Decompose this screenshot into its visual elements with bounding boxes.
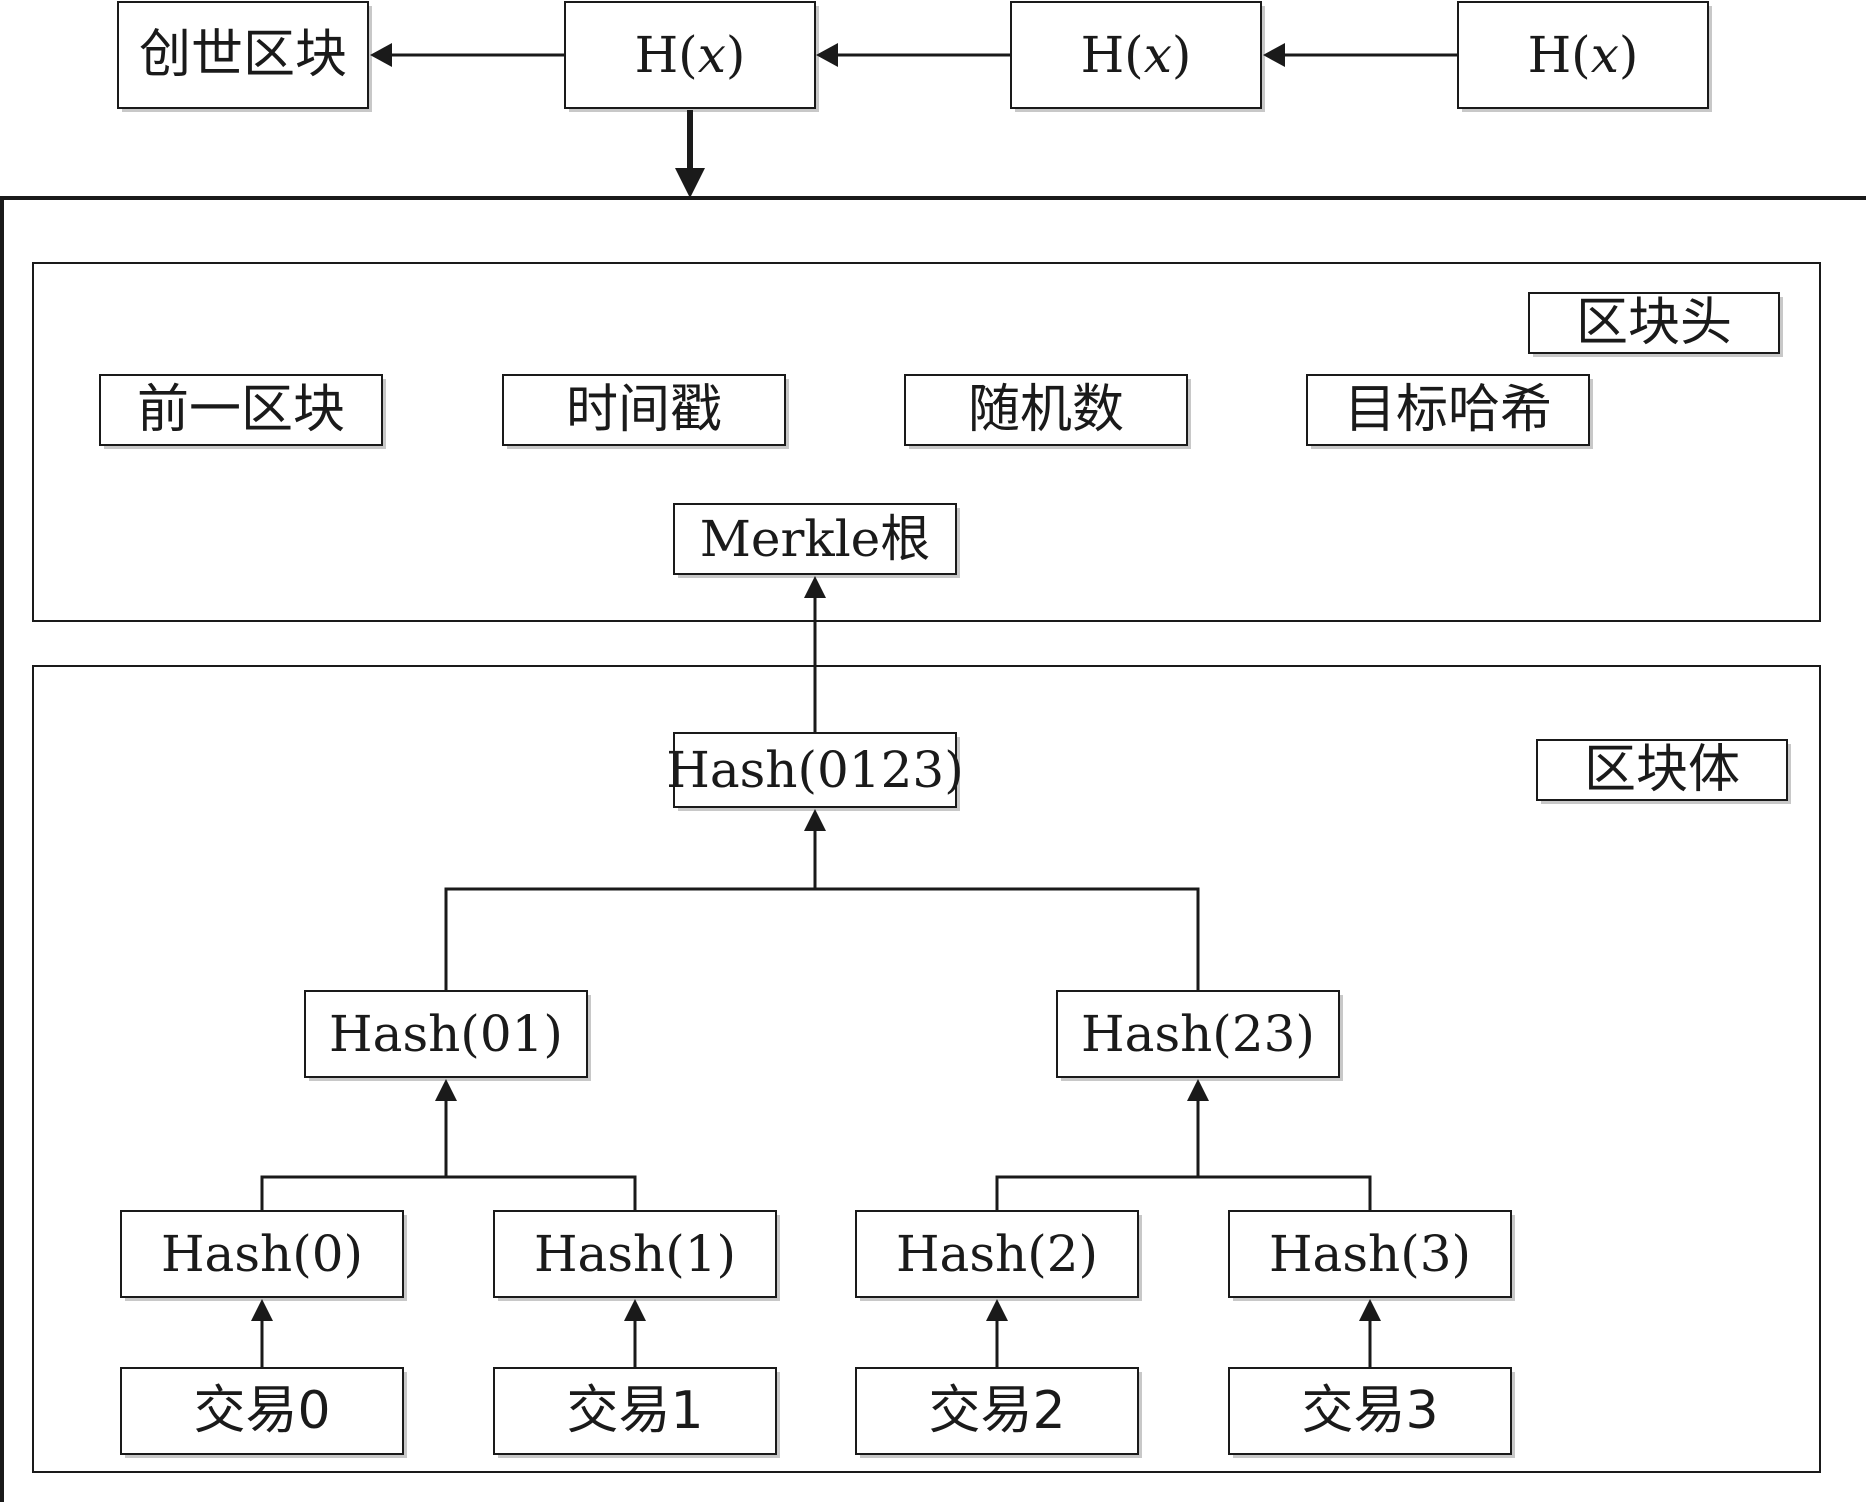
hash1-text: Hash(1): [534, 1225, 736, 1283]
transaction-2-text: 交易2: [928, 1381, 1065, 1441]
block-outer-frame: [0, 196, 1866, 1502]
genesis-block-label: 创世区块: [139, 25, 347, 85]
header-field-timestamp: 时间戳: [502, 374, 789, 449]
transaction-0-node: 交易0: [120, 1367, 407, 1458]
hash23-text: Hash(23): [1081, 1005, 1315, 1063]
header-field-prev-block-text: 前一区块: [137, 380, 345, 440]
root-hash-text: Hash(0123): [666, 741, 964, 799]
hash0-node: Hash(0): [120, 1210, 407, 1301]
transaction-0-text: 交易0: [193, 1381, 330, 1441]
hash-block-3: H(x): [1457, 1, 1712, 112]
header-field-prev-block: 前一区块: [99, 374, 386, 449]
chain-arrowhead-3: [1263, 43, 1285, 67]
chain-arrowhead-2: [816, 43, 838, 67]
header-field-target-hash: 目标哈希: [1306, 374, 1593, 449]
hash2-text: Hash(2): [896, 1225, 1098, 1283]
arrowhead-roothash-merkle: [804, 576, 826, 598]
merkle-root-text: Merkle根: [700, 510, 931, 568]
hash-block-2: H(x): [1010, 1, 1265, 112]
chain-arrowhead-1: [370, 43, 392, 67]
transaction-2-node: 交易2: [855, 1367, 1142, 1458]
header-field-nonce: 随机数: [904, 374, 1191, 449]
edge-leaf23: [995, 1175, 1372, 1211]
arrowhead-leaf01: [435, 1079, 457, 1101]
arrowhead-level1-root: [804, 809, 826, 831]
hash-block-1: H(x): [564, 1, 819, 112]
block-body-frame: [32, 665, 1821, 1473]
arrowhead-tx1-hash1: [624, 1299, 646, 1321]
transaction-1-node: 交易1: [493, 1367, 780, 1458]
arrowhead-leaf23: [1187, 1079, 1209, 1101]
hash3-text: Hash(3): [1269, 1225, 1471, 1283]
edge-level1-root: [444, 887, 1200, 991]
hash-block-1-label: H(x): [635, 26, 746, 84]
arrowhead-tx0-hash0: [251, 1299, 273, 1321]
block-header-title-text: 区块头: [1576, 293, 1732, 353]
hash01-node: Hash(01): [304, 990, 591, 1081]
header-field-timestamp-text: 时间戳: [566, 380, 722, 440]
hash23-node: Hash(23): [1056, 990, 1343, 1081]
hash1-node: Hash(1): [493, 1210, 780, 1301]
expand-arrowhead: [675, 168, 705, 198]
hash0-text: Hash(0): [161, 1225, 363, 1283]
hash-block-3-label: H(x): [1528, 26, 1639, 84]
arrowhead-tx3-hash3: [1359, 1299, 1381, 1321]
arrowhead-tx2-hash2: [986, 1299, 1008, 1321]
transaction-1-text: 交易1: [566, 1381, 703, 1441]
hash3-node: Hash(3): [1228, 1210, 1515, 1301]
block-body-title-text: 区块体: [1584, 740, 1740, 800]
root-hash-node: Hash(0123): [666, 732, 964, 811]
genesis-block: 创世区块: [117, 1, 372, 112]
edge-leaf01: [260, 1175, 637, 1211]
transaction-3-text: 交易3: [1301, 1381, 1438, 1441]
header-field-target-hash-text: 目标哈希: [1344, 380, 1552, 440]
merkle-root-node: Merkle根: [673, 503, 960, 578]
hash-block-2-label: H(x): [1081, 26, 1192, 84]
hash01-text: Hash(01): [329, 1005, 563, 1063]
block-header-title: 区块头: [1528, 292, 1783, 357]
header-field-nonce-text: 随机数: [968, 380, 1124, 440]
hash2-node: Hash(2): [855, 1210, 1142, 1301]
block-body-title: 区块体: [1536, 739, 1791, 804]
transaction-3-node: 交易3: [1228, 1367, 1515, 1458]
block-header-frame: [32, 262, 1821, 622]
